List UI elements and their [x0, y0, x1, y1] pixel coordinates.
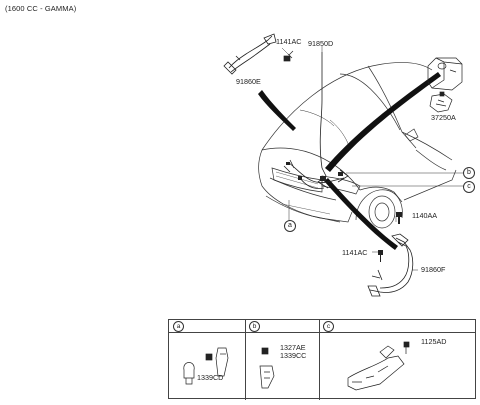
- part-1339cd: 1339CD: [197, 373, 224, 382]
- car-front-fascia: [258, 149, 341, 223]
- marker-b: b: [463, 167, 475, 179]
- callout-1141ac-bottom: 1141AC: [342, 248, 368, 257]
- part-1327ae: 1327AE: [280, 343, 306, 352]
- car-mirror: [404, 128, 419, 142]
- harness-91860f: [367, 233, 414, 297]
- detail-marker-a: a: [173, 320, 184, 332]
- leader-to-bottom-harness: [324, 178, 398, 250]
- callout-1141ac-top: 1141AC: [276, 37, 302, 46]
- leader-to-hood: [258, 90, 296, 131]
- detail-table: a 1339CD b 1327AE 1339CC c 1125AD: [168, 319, 476, 400]
- battery-sensor-37250a: [427, 57, 463, 113]
- leader-to-battery: [325, 72, 441, 172]
- main-harness: [319, 52, 323, 169]
- marker-a: a: [284, 220, 296, 232]
- car-lower-bumper: [265, 195, 353, 223]
- callout-91860e: 91860E: [236, 77, 261, 86]
- detail-cell-b: b 1327AE 1339CC: [245, 320, 319, 400]
- callout-37250a: 37250A: [431, 113, 456, 122]
- part-1339cc: 1339CC: [280, 351, 307, 360]
- detail-marker-c: c: [323, 320, 334, 332]
- table-divider: [245, 320, 246, 400]
- callout-1140aa: 1140AA: [412, 211, 438, 220]
- car-side-sill: [403, 169, 457, 201]
- car-headlight: [321, 175, 361, 195]
- clip-1327ae-art: [259, 347, 275, 389]
- detail-cell-c: c 1125AD: [319, 320, 475, 400]
- car-fender: [359, 186, 403, 203]
- grommet-1339cd-art: [183, 347, 229, 385]
- car-front-wheel: [355, 189, 403, 221]
- table-divider: [319, 320, 320, 400]
- bolt-1141ac-bottom: [378, 250, 383, 262]
- callout-91850d: 91850D: [308, 39, 334, 48]
- car-roofline: [367, 65, 417, 149]
- callout-91860f: 91860F: [421, 265, 446, 274]
- car-grille: [271, 167, 323, 193]
- detail-cell-a: a 1339CD: [169, 320, 245, 400]
- bolt-1141ac-top: [283, 50, 294, 62]
- bolt-1140aa: [396, 212, 402, 224]
- detail-marker-b: b: [249, 320, 260, 332]
- car-windshield: [339, 73, 401, 131]
- part-1125ad: 1125AD: [421, 337, 447, 346]
- protector-1125ad-art: [347, 341, 410, 391]
- harness-91860e: [228, 35, 273, 69]
- marker-c: c: [463, 181, 475, 193]
- engine-spec-title: (1600 CC - GAMMA): [5, 4, 77, 13]
